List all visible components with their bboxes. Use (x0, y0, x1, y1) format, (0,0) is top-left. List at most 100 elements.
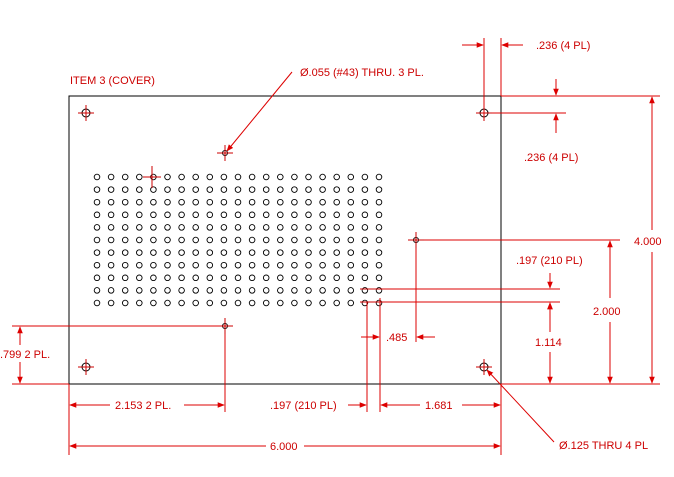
perforation-hole (121, 236, 129, 244)
perforation-hole (277, 299, 284, 307)
perforation-hole (262, 211, 270, 219)
svg-text:1.681: 1.681 (425, 400, 453, 412)
perforation-hole (234, 261, 242, 269)
svg-text:6.000: 6.000 (270, 441, 298, 453)
perforation-hole (361, 299, 369, 307)
perforation-hole (319, 274, 326, 282)
perforation-hole (375, 274, 383, 282)
perforation-hole (178, 274, 185, 282)
perforation-hole (150, 274, 157, 282)
perforation-hole (361, 236, 369, 244)
perforation-hole (220, 186, 228, 193)
perforation-hole (262, 249, 270, 256)
perforation-hole (234, 211, 242, 219)
perforation-hole (361, 211, 369, 219)
perforation-hole (178, 186, 185, 193)
perforation-hole (234, 299, 242, 307)
svg-text:4.000: 4.000 (634, 236, 662, 248)
perforation-hole (220, 261, 228, 269)
perforation-hole (220, 287, 228, 294)
perforation-hole (192, 249, 199, 256)
perforation-hole (333, 299, 340, 307)
perforation-hole (93, 287, 101, 294)
perforation-hole (375, 299, 383, 307)
perforation-hole (150, 224, 157, 231)
small-hole-right (408, 232, 424, 248)
perforation-hole (248, 274, 256, 282)
perforation-hole (192, 299, 199, 307)
dim-right-offset: 1.681 (380, 384, 502, 455)
perforation-hole (291, 249, 298, 256)
perforation-hole (347, 198, 355, 206)
perforation-hole (136, 186, 143, 193)
perforation-hole (305, 274, 312, 282)
perforation-hole (178, 299, 185, 307)
perforation-hole (291, 224, 298, 231)
perforation-hole (305, 261, 312, 269)
perforation-hole (121, 198, 129, 206)
perforation-hole (206, 287, 214, 294)
perforation-hole (319, 249, 326, 256)
perforation-hole (206, 274, 214, 282)
perforation-hole (262, 173, 270, 181)
perforation-hole (248, 249, 256, 256)
perforation-hole (107, 261, 115, 269)
perforation-hole (220, 249, 228, 256)
perforation-hole (150, 299, 157, 307)
perforation-hole (93, 236, 101, 244)
perforation-hole (164, 299, 171, 307)
perforation-hole (291, 261, 298, 269)
perforation-hole (319, 173, 326, 181)
perforation-hole (178, 236, 185, 244)
perforation-hole (121, 261, 129, 269)
perforation-hole (206, 249, 214, 256)
svg-text:.236 (4 PL): .236 (4 PL) (536, 40, 590, 52)
perforation-hole (206, 173, 214, 181)
perforation-hole (136, 287, 143, 294)
perforation-hole (234, 198, 242, 206)
perforation-hole (319, 236, 326, 244)
perforation-hole (136, 261, 143, 269)
mount-hole-bottom-left (78, 359, 94, 375)
perforation-hole (136, 274, 143, 282)
perforation-hole (178, 198, 185, 206)
svg-text:1.114: 1.114 (535, 337, 562, 349)
perforation-hole (347, 299, 355, 307)
dim-bottom-offset: 1.114 (535, 302, 562, 384)
svg-text:.799 2 PL.: .799 2 PL. (0, 349, 50, 361)
perforation-hole (178, 173, 185, 181)
perforation-hole (361, 249, 369, 256)
perforation-hole (192, 224, 199, 231)
perforation-hole (192, 261, 199, 269)
perforation-hole (150, 287, 157, 294)
perforation-hole (234, 287, 242, 294)
perforation-hole (248, 186, 256, 193)
perforation-hole (164, 173, 171, 181)
perforation-hole (206, 198, 214, 206)
svg-text:2.153 2 PL.: 2.153 2 PL. (115, 400, 171, 412)
perforation-hole (305, 249, 312, 256)
perforation-hole (375, 211, 383, 219)
perforation-hole (333, 236, 340, 244)
perforation-hole (291, 173, 298, 181)
perforation-hole (107, 287, 115, 294)
dim-pitch-horizontal: .197 (210 PL) (270, 302, 368, 412)
perforation-hole (164, 224, 171, 231)
perforation-hole (121, 299, 129, 307)
perforation-hole (375, 186, 383, 193)
perforation-hole (319, 287, 326, 294)
perforation-hole (305, 236, 312, 244)
perforation-hole (136, 224, 143, 231)
perforation-hole (93, 173, 101, 181)
perforation-hole (121, 224, 129, 231)
perforation-hole (206, 261, 214, 269)
perforation-hole (248, 261, 256, 269)
perforation-hole (93, 198, 101, 206)
perforation-hole (107, 249, 115, 256)
perforation-hole (277, 186, 284, 193)
perforation-hole (178, 261, 185, 269)
perforation-hole (121, 186, 129, 193)
perforation-hole (277, 211, 284, 219)
perforation-hole (164, 198, 171, 206)
perforation-hole (121, 173, 129, 181)
